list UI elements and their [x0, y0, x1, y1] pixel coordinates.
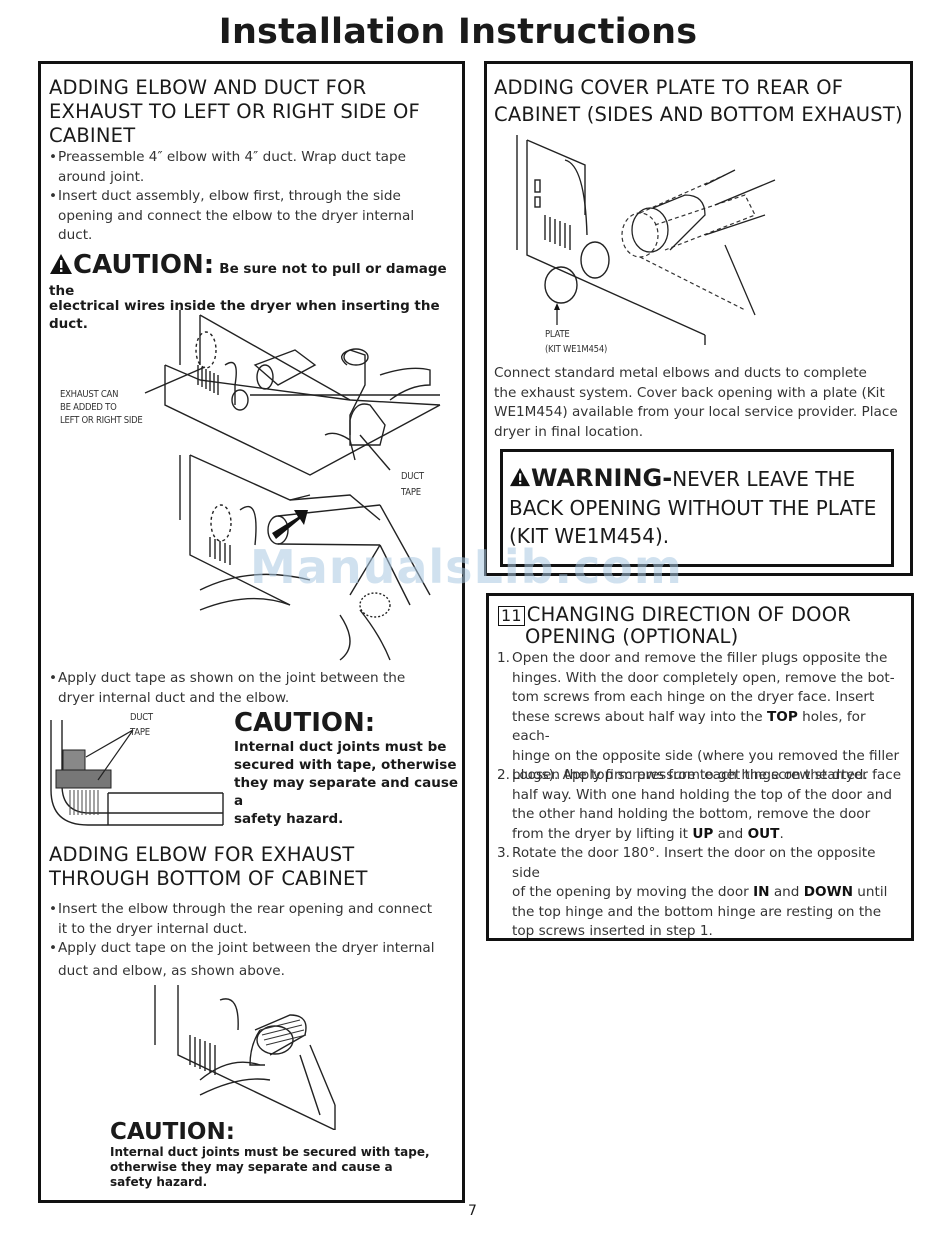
- cover-plate-paragraph: Connect standard metal elbows and ducts …: [494, 365, 898, 440]
- section-heading-cover-plate: ADDING COVER PLATE TO REAR OF CABINET (S…: [494, 76, 903, 126]
- caution-wires: CAUTION: Be sure not to pull or damage t…: [49, 250, 447, 332]
- bottom-exhaust-illustration: [154, 985, 336, 1130]
- right-panel-cover-plate: [484, 61, 913, 576]
- duct-tape-illustration: [50, 720, 224, 826]
- label-exhaust-side: EXHAUST CAN BE ADDED TO LEFT OR RIGHT SI…: [60, 389, 143, 426]
- step-number-badge: 11: [498, 606, 525, 626]
- bullet-preassemble: Preassemble 4″ elbow with 4″ duct. Wrap …: [49, 148, 406, 187]
- side-exhaust-illustration: [144, 310, 441, 661]
- section-heading-side-exhaust: ADDING ELBOW AND DUCT FOR EXHAUST TO LEF…: [49, 76, 420, 147]
- bullet-apply-tape-bottom: Apply duct tape on the joint between the…: [49, 939, 434, 981]
- label-duct-tape-2: DUCT TAPE: [130, 712, 153, 738]
- cover-plate-illustration: [516, 135, 776, 345]
- right-panel-door-direction: [486, 593, 914, 941]
- warning-triangle-icon: [49, 253, 73, 279]
- bullet-apply-tape: Apply duct tape as shown on the joint be…: [49, 669, 405, 708]
- step-2: 2. Loosen the top screws from each hinge…: [497, 767, 902, 842]
- bullet-insert-elbow: Insert the elbow through the rear openin…: [49, 900, 432, 939]
- step-1: 1. Open the door and remove the filler p…: [497, 650, 900, 783]
- section-heading-bottom-exhaust: ADDING ELBOW FOR EXHAUST THROUGH BOTTOM …: [49, 843, 368, 890]
- warning-text: WARNING-NEVER LEAVE THE BACK OPENING WIT…: [509, 464, 877, 548]
- caution-duct-joints: CAUTION: Internal duct joints must be se…: [234, 708, 459, 827]
- page-title: Installation Instructions: [218, 12, 698, 52]
- left-panel: [38, 61, 465, 1203]
- caution-bottom: CAUTION: Internal duct joints must be se…: [110, 1119, 430, 1190]
- label-plate: PLATE (KIT WE1M454): [545, 329, 608, 355]
- warning-box: [500, 449, 894, 567]
- bullet-insert-duct: Insert duct assembly, elbow first, throu…: [49, 187, 414, 246]
- warning-triangle-icon: [509, 466, 531, 494]
- step-3: 3. Rotate the door 180°. Insert the door…: [497, 845, 888, 939]
- label-duct-tape: DUCT TAPE: [401, 471, 424, 498]
- page-number: 7: [468, 1203, 477, 1219]
- watermark: ManualsLib.com: [250, 540, 683, 594]
